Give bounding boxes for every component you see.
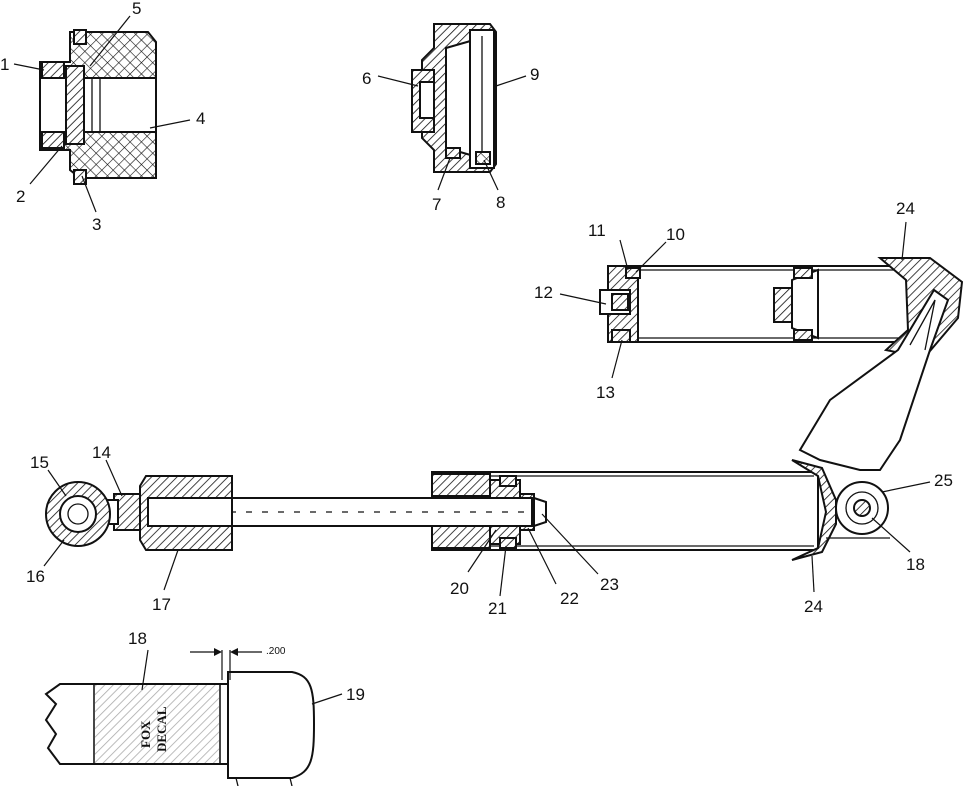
callout-24-body: 24 — [804, 597, 823, 616]
floating-piston-detail — [411, 23, 497, 173]
reservoir-piston-valve — [773, 287, 793, 323]
retaining-ring-top — [73, 29, 87, 45]
callout-17: 17 — [152, 595, 171, 614]
callout-12: 12 — [534, 283, 553, 302]
eyelet-bushing-16 — [59, 495, 97, 533]
callout-3: 3 — [92, 215, 101, 234]
shim-21b — [499, 537, 517, 549]
oring-13 — [611, 329, 631, 343]
decal-detail: FOX DECAL .200 — [44, 646, 316, 786]
callout-1: 1 — [0, 55, 9, 74]
callout-13: 13 — [596, 383, 615, 402]
callout-16: 16 — [26, 567, 45, 586]
callout-15: 15 — [30, 453, 49, 472]
callout-5: 5 — [132, 0, 141, 18]
leader-lines — [13, 15, 931, 705]
o-ring-7 — [445, 147, 461, 159]
decal-18 — [93, 683, 221, 765]
retaining-ring-3 — [73, 169, 87, 185]
dimension-label: .200 — [266, 646, 286, 657]
callout-18-eyelet: 18 — [906, 555, 925, 574]
nut-23 — [533, 496, 547, 528]
callout-21: 21 — [488, 599, 507, 618]
callout-24-reservoir: 24 — [896, 199, 915, 218]
bumper-bore — [147, 497, 233, 527]
callout-10: 10 — [666, 225, 685, 244]
callouts: 1 2 3 4 5 6 7 8 9 10 11 12 13 14 15 16 1… — [0, 0, 953, 704]
reservoir-ring-top — [793, 267, 813, 279]
decal-text-line2: DECAL — [154, 706, 169, 752]
decal-text-line1: FOX — [138, 720, 153, 748]
seal-head-bore — [39, 77, 157, 133]
reservoir-detail — [599, 257, 964, 360]
seal-ring-2 — [41, 131, 65, 149]
callout-20: 20 — [450, 579, 469, 598]
bushing-5 — [65, 65, 85, 145]
callout-6: 6 — [362, 69, 371, 88]
seal-head-detail — [39, 29, 157, 185]
reservoir-body — [607, 265, 909, 343]
callout-7: 7 — [432, 195, 441, 214]
body-end-cap-24 — [791, 459, 837, 561]
callout-9: 9 — [530, 65, 539, 84]
valve-insert — [611, 293, 629, 311]
seal-ring-1 — [41, 61, 65, 79]
hose-connector — [798, 288, 950, 471]
body-eyelet — [826, 481, 890, 539]
bushing-18 — [853, 499, 871, 517]
cap-19 — [227, 671, 316, 779]
callout-4: 4 — [196, 109, 205, 128]
shim-21 — [499, 475, 517, 487]
wear-band-8 — [475, 151, 491, 165]
callout-22: 22 — [560, 589, 579, 608]
reservoir-ring-bottom — [793, 329, 813, 341]
callout-18-decal: 18 — [128, 629, 147, 648]
callout-23: 23 — [600, 575, 619, 594]
callout-14: 14 — [92, 443, 111, 462]
bumper — [139, 475, 233, 551]
valve-bolt — [419, 81, 435, 119]
reservoir-piston — [791, 268, 819, 340]
rod-eyelet — [45, 481, 141, 547]
hose-outer — [798, 288, 950, 471]
callout-25: 25 — [934, 471, 953, 490]
callout-8: 8 — [496, 193, 505, 212]
callout-19: 19 — [346, 685, 365, 704]
callout-2: 2 — [16, 187, 25, 206]
oring-10 — [625, 267, 641, 279]
callout-11: 11 — [588, 221, 606, 240]
